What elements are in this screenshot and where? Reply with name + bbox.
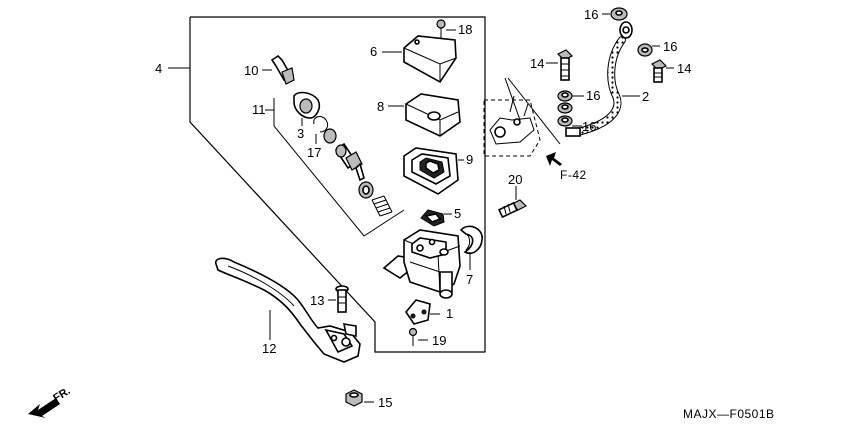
callout-6: 6 bbox=[370, 44, 377, 59]
bolt-20[interactable] bbox=[497, 199, 528, 219]
snap-ring-17[interactable] bbox=[313, 116, 329, 133]
washer-16-right[interactable] bbox=[637, 43, 653, 57]
front-arrow-icon bbox=[28, 398, 60, 418]
callout-16-lower: 16 bbox=[582, 119, 596, 134]
callout-12: 12 bbox=[262, 341, 276, 356]
diaphragm-9[interactable] bbox=[403, 147, 459, 195]
callout-5: 5 bbox=[454, 206, 461, 221]
push-rod-10[interactable] bbox=[270, 54, 295, 85]
callout-16-middle: 16 bbox=[586, 88, 600, 103]
washer-16-middle[interactable] bbox=[557, 90, 573, 114]
diagram-code: MAJX—F0501B bbox=[683, 407, 775, 421]
assembly-frame bbox=[189, 16, 486, 353]
callout-3: 3 bbox=[297, 126, 304, 141]
callout-11: 11 bbox=[252, 102, 266, 117]
callout-14-right: 14 bbox=[677, 61, 691, 76]
callout-4: 4 bbox=[155, 61, 162, 76]
master-cylinder-body[interactable] bbox=[382, 229, 461, 299]
pivot-bolt-13[interactable] bbox=[335, 285, 349, 313]
callout-1: 1 bbox=[446, 306, 453, 321]
bolt-14-right[interactable] bbox=[650, 59, 668, 83]
callout-9: 9 bbox=[466, 152, 473, 167]
reference-arrow bbox=[546, 152, 562, 166]
reservoir-cap-6[interactable] bbox=[403, 35, 457, 84]
callout-17: 17 bbox=[307, 145, 321, 160]
callout-2: 2 bbox=[642, 89, 649, 104]
piston-cup[interactable] bbox=[358, 181, 374, 199]
callout-15: 15 bbox=[378, 395, 392, 410]
brake-hose-2[interactable] bbox=[565, 21, 633, 137]
clip-5[interactable] bbox=[420, 209, 445, 227]
callout-20: 20 bbox=[508, 172, 522, 187]
washer-16-lower[interactable] bbox=[557, 115, 573, 127]
callout-18: 18 bbox=[458, 22, 472, 37]
hose-bracket-dashed bbox=[483, 95, 541, 157]
bolt-14-left[interactable] bbox=[556, 49, 574, 81]
boot-7[interactable] bbox=[459, 225, 483, 255]
boot-3[interactable] bbox=[293, 91, 321, 119]
callout-8: 8 bbox=[377, 99, 384, 114]
callout-7: 7 bbox=[466, 272, 473, 287]
piston-set-bracket bbox=[273, 98, 405, 237]
reference-label: F-42 bbox=[560, 168, 587, 182]
callout-19: 19 bbox=[432, 333, 446, 348]
callout-14-left: 14 bbox=[530, 56, 544, 71]
washer-16-top[interactable] bbox=[610, 7, 628, 21]
piston[interactable] bbox=[323, 128, 365, 182]
brake-lever-12[interactable] bbox=[214, 257, 361, 363]
piston-spring[interactable] bbox=[371, 195, 393, 217]
callout-10: 10 bbox=[244, 63, 258, 78]
callout-13: 13 bbox=[310, 293, 324, 308]
plate-8[interactable] bbox=[405, 93, 461, 137]
switch-1[interactable] bbox=[405, 299, 431, 325]
screw-18[interactable] bbox=[436, 19, 446, 38]
screw-19[interactable] bbox=[408, 327, 418, 347]
callout-16-top: 16 bbox=[584, 7, 598, 22]
callout-16-right: 16 bbox=[663, 39, 677, 54]
nut-15[interactable] bbox=[345, 389, 363, 407]
